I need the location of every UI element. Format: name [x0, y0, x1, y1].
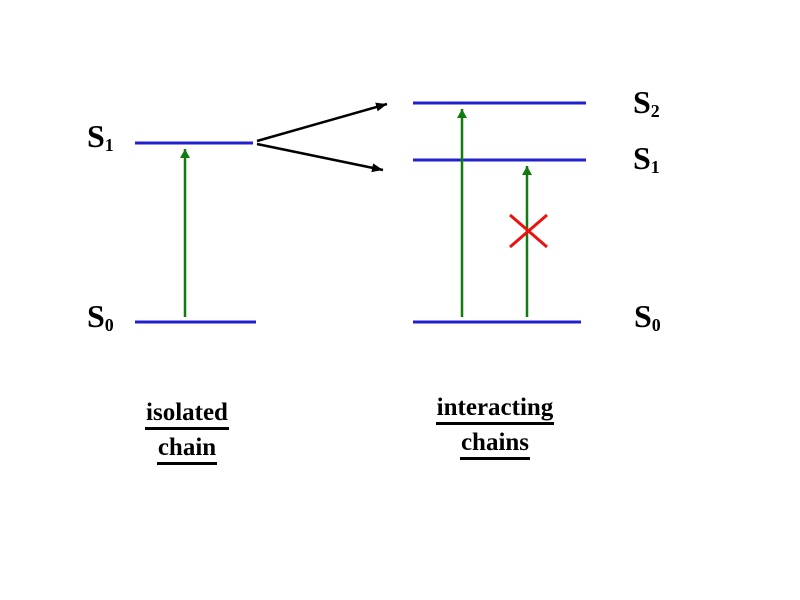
- left-s0-base: S: [87, 298, 105, 334]
- right-caption-line2: chains: [459, 429, 531, 460]
- left-s1-subscript: 1: [104, 134, 114, 155]
- x-stroke-2: [509, 213, 548, 249]
- right-s1-base: S: [633, 140, 651, 176]
- left-caption-line1: isolated: [145, 399, 229, 430]
- left-s1-label: S1: [87, 118, 114, 155]
- left-diagram-caption: isolated chain: [92, 395, 282, 465]
- left-s1-base: S: [87, 118, 105, 154]
- left-caption-line2: chain: [156, 434, 218, 465]
- left-s0-label: S0: [87, 298, 114, 335]
- right-s0-label: S0: [634, 298, 661, 335]
- right-s2-subscript: 2: [650, 100, 660, 121]
- left-s0-subscript: 0: [104, 314, 114, 335]
- right-s2-label: S2: [633, 84, 660, 121]
- right-caption-line1: interacting: [435, 394, 555, 425]
- splitting-arrow-upper: [256, 102, 388, 143]
- right-s0-base: S: [634, 298, 652, 334]
- right-s2-base: S: [633, 84, 651, 120]
- right-s1-label: S1: [633, 140, 660, 177]
- right-diagram-caption: interacting chains: [400, 390, 590, 460]
- right-s0-subscript: 0: [651, 314, 661, 335]
- right-s1-subscript: 1: [650, 156, 660, 177]
- splitting-arrow-lower: [256, 142, 384, 173]
- x-stroke-1: [509, 213, 548, 249]
- forbidden-transition-x-icon: [509, 213, 548, 249]
